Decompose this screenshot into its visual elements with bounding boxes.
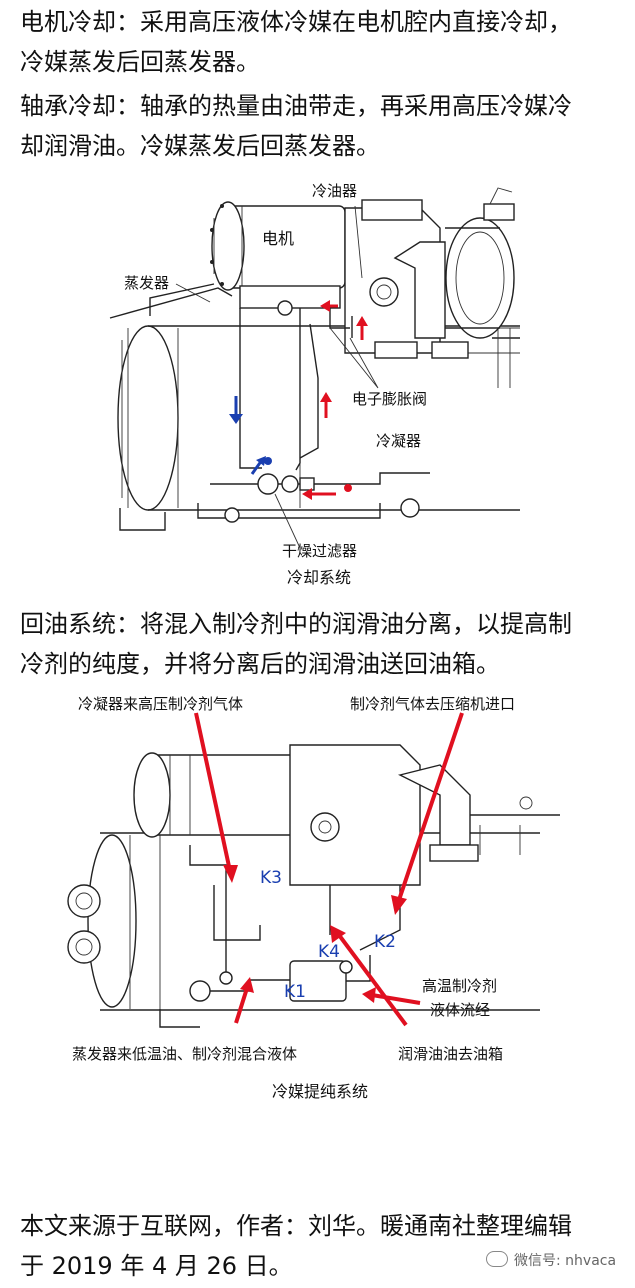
source-paragraph: 本文来源于互联网，作者：刘华。暖通南社整理编辑 于 2019 年 4 月 26 … xyxy=(20,1206,620,1286)
motor-cooling-paragraph: 电机冷却：采用高压液体冷媒在电机腔内直接冷却， 冷媒蒸发后回蒸发器。 xyxy=(20,2,620,82)
hot-gas-label-line-1: 高温制冷剂 xyxy=(422,977,497,995)
oil-return-paragraph: 回油系统：将混入制冷剂中的润滑油分离，以提高制 冷剂的纯度，并将分离后的润滑油送… xyxy=(20,604,620,684)
bearing-cooling-line-1: 轴承冷却：轴承的热量由油带走，再采用高压冷媒冷 xyxy=(20,92,572,120)
purification-system-diagram: K3 K4 K2 K1 冷凝器来高压制冷剂气体 制冷剂气体去压缩机进口 高温制冷… xyxy=(67,695,560,1101)
wechat-watermark: 微信号: nhvaca xyxy=(486,1250,616,1270)
valve-k3-label: K3 xyxy=(260,868,282,888)
gas-to-compressor-label: 制冷剂气体去压缩机进口 xyxy=(350,695,515,713)
motor-housing xyxy=(133,752,301,838)
flow-arrows xyxy=(229,300,368,500)
motor xyxy=(210,201,346,309)
oil-return-line-1: 回油系统：将混入制冷剂中的润滑油分离，以提高制 xyxy=(20,610,572,638)
valve-k1-label: K1 xyxy=(284,982,306,1002)
source-line-1: 本文来源于互联网，作者：刘华。暖通南社整理编辑 xyxy=(20,1212,572,1240)
purification-system-caption: 冷媒提纯系统 xyxy=(272,1082,368,1101)
bearing-cooling-line-2: 却润滑油。冷媒蒸发后回蒸发器。 xyxy=(20,132,380,160)
indicator-lines xyxy=(194,712,464,1027)
valve-k4-label: K4 xyxy=(318,942,340,962)
compressor xyxy=(289,744,560,886)
oil-return-line-2: 冷剂的纯度，并将分离后的润滑油送回油箱。 xyxy=(20,650,500,678)
bearing-cooling-paragraph: 轴承冷却：轴承的热量由油带走，再采用高压冷媒冷 却润滑油。冷媒蒸发后回蒸发器。 xyxy=(20,86,620,166)
motor-cooling-line-1: 电机冷却：采用高压液体冷媒在电机腔内直接冷却， xyxy=(20,8,572,36)
motor-label: 电机 xyxy=(262,229,294,248)
compressor xyxy=(344,187,515,359)
evaporator-label: 蒸发器 xyxy=(124,274,169,292)
oil-cooler-label: 冷油器 xyxy=(312,182,357,200)
oil-to-tank-label: 润滑油油去油箱 xyxy=(398,1045,503,1063)
expansion-valve-label: 电子膨胀阀 xyxy=(352,390,427,408)
leader-lines xyxy=(175,205,379,549)
wechat-icon xyxy=(486,1251,508,1267)
evaporator-mixture-label: 蒸发器来低温油、制冷剂混合液体 xyxy=(72,1045,297,1063)
cooling-system-diagram: 冷油器 电机 蒸发器 电子膨胀阀 冷凝器 干燥过滤器 冷却系统 xyxy=(109,182,520,587)
cooling-system-caption: 冷却系统 xyxy=(287,568,351,587)
watermark-text: 微信号: nhvaca xyxy=(514,1253,617,1269)
condenser-gas-label: 冷凝器来高压制冷剂气体 xyxy=(78,695,243,713)
source-line-2: 于 2019 年 4 月 26 日。 xyxy=(20,1252,293,1280)
valve-k2-label: K2 xyxy=(374,932,396,952)
condenser-label: 冷凝器 xyxy=(376,432,421,450)
hot-gas-label-line-2: 液体流经 xyxy=(430,1001,490,1019)
motor-cooling-line-2: 冷媒蒸发后回蒸发器。 xyxy=(20,48,260,76)
filter-drier-label: 干燥过滤器 xyxy=(282,542,357,560)
